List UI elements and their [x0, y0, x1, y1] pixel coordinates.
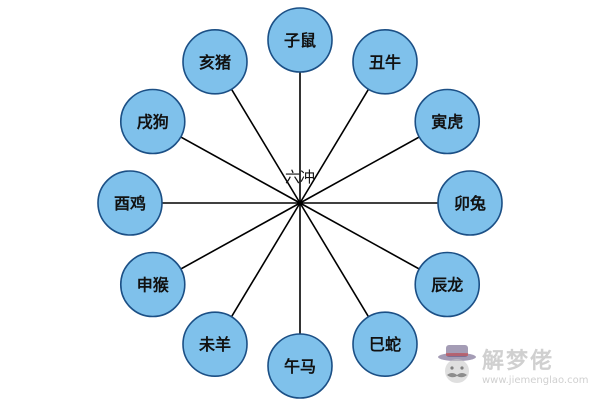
node-label-shen-hou: 申猴 [137, 276, 170, 295]
node-circle-shen-hou [119, 251, 186, 318]
node-zi-shu: 子鼠 [267, 7, 333, 73]
node-label-chou-niu: 丑牛 [369, 53, 401, 72]
node-label-wei-yang: 未羊 [198, 335, 231, 354]
node-you-ji: 酉鸡 [97, 170, 163, 236]
node-label-chen-long: 辰龙 [431, 276, 463, 295]
node-si-she: 巳蛇 [352, 311, 418, 377]
node-circle-chen-long [414, 251, 481, 318]
node-circle-si-she [352, 311, 418, 377]
node-circle-hai-zhu [182, 29, 248, 95]
node-circle-xu-gou [119, 88, 186, 155]
node-label-you-ji: 酉鸡 [114, 194, 146, 213]
node-circle-chou-niu [352, 29, 418, 95]
node-xu-gou: 戌狗 [119, 88, 186, 155]
site-watermark: 解梦佬 www.jiemenglao.com [430, 335, 598, 397]
node-label-zi-shu: 子鼠 [284, 31, 316, 50]
node-circle-you-ji [97, 170, 163, 236]
node-circle-yin-hu [414, 88, 481, 155]
node-chou-niu: 丑牛 [352, 29, 418, 95]
node-label-si-she: 巳蛇 [369, 335, 401, 354]
node-wei-yang: 未羊 [182, 311, 248, 377]
spokes-group [130, 40, 470, 366]
node-label-xu-gou: 戌狗 [137, 113, 169, 132]
node-chen-long: 辰龙 [414, 251, 481, 318]
node-yin-hu: 寅虎 [414, 88, 481, 155]
node-circle-wei-yang [182, 311, 248, 377]
node-shen-hou: 申猴 [119, 251, 186, 318]
node-wu-ma: 午马 [267, 333, 333, 399]
center-hub [297, 200, 303, 206]
node-label-yin-hu: 寅虎 [431, 113, 463, 132]
node-circle-mao-tu [437, 170, 503, 236]
node-circle-zi-shu [267, 7, 333, 73]
node-hai-zhu: 亥猪 [182, 29, 248, 95]
center-label: 六冲 [285, 168, 315, 186]
node-label-hai-zhu: 亥猪 [199, 53, 231, 72]
node-circle-wu-ma [267, 333, 333, 399]
node-label-wu-ma: 午马 [284, 357, 316, 376]
watermark-url: www.jiemenglao.com [482, 375, 589, 386]
watermark-text: 解梦佬 [482, 349, 555, 374]
node-label-mao-tu: 卯兔 [454, 194, 486, 213]
hat-mustache-face-icon [438, 345, 476, 383]
node-mao-tu: 卯兔 [437, 170, 503, 236]
